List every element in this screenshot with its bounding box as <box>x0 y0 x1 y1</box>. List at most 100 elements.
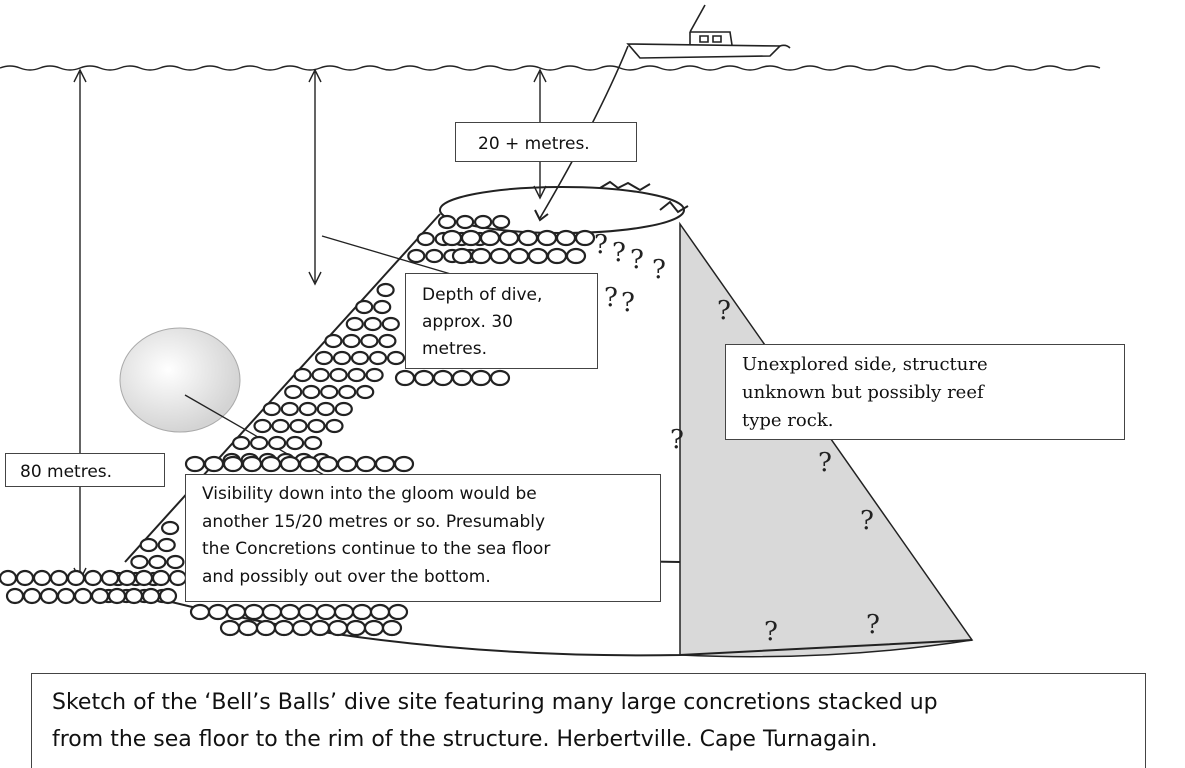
concretion <box>425 248 444 264</box>
visibility-line-1: Visibility down into the gloom would be <box>202 484 537 504</box>
concretion <box>222 455 244 473</box>
concretion <box>117 569 137 587</box>
concretion <box>416 231 435 247</box>
caption-line-1: Sketch of the ‘Bell’s Balls’ dive site f… <box>52 690 938 715</box>
concretion <box>280 401 299 417</box>
dive-depth-line-2: approx. 30 <box>422 312 513 333</box>
concretion <box>39 587 59 605</box>
concretion <box>273 619 295 637</box>
concretion <box>451 369 473 387</box>
concretion <box>166 554 185 570</box>
question-mark: ? <box>670 425 684 455</box>
question-mark: ? <box>621 288 635 318</box>
concretion <box>329 367 348 383</box>
concretion <box>360 333 379 349</box>
concretion <box>565 247 587 265</box>
concretion <box>479 229 501 247</box>
question-mark: ? <box>866 610 880 640</box>
concretion <box>350 350 370 366</box>
concretion <box>168 569 188 587</box>
concretion <box>161 520 180 536</box>
concretion <box>32 569 52 587</box>
unexplored-line-2: unknown but possibly reef <box>742 381 984 403</box>
concretion <box>332 350 352 366</box>
concretion <box>498 229 520 247</box>
concretion <box>438 214 457 230</box>
concretion <box>286 435 305 451</box>
concretion <box>363 619 385 637</box>
concretion <box>334 401 353 417</box>
caption: Sketch of the ‘Bell’s Balls’ dive site f… <box>31 673 1146 768</box>
concretion <box>253 418 272 434</box>
concretion <box>347 367 366 383</box>
concretion <box>151 569 171 587</box>
question-mark: ? <box>612 238 626 268</box>
concretion <box>261 603 283 621</box>
concretion <box>15 569 35 587</box>
concretion <box>492 214 511 230</box>
dive-depth-line-3: metres. <box>422 339 488 360</box>
concretion <box>517 229 539 247</box>
concretion <box>368 350 388 366</box>
concretion <box>307 418 326 434</box>
concretion <box>203 455 225 473</box>
concretion <box>0 569 18 587</box>
concretion <box>489 369 511 387</box>
concretion <box>381 619 403 637</box>
concretion <box>134 569 154 587</box>
concretion <box>489 247 511 265</box>
concretion <box>293 367 312 383</box>
concretion <box>315 603 337 621</box>
concretion <box>5 587 25 605</box>
concretion <box>327 619 349 637</box>
question-mark: ? <box>764 617 778 647</box>
concretion <box>345 619 367 637</box>
visibility-label: Visibility down into the gloom would be … <box>185 474 661 602</box>
concretion <box>297 603 319 621</box>
concretion <box>250 435 269 451</box>
concretion <box>355 299 374 315</box>
unexplored-line-1: Unexplored side, structure <box>742 354 988 375</box>
concretion <box>376 282 395 298</box>
boat-icon <box>626 4 791 59</box>
concretion <box>394 369 416 387</box>
concretion <box>355 455 377 473</box>
concretion <box>320 384 339 400</box>
concretion <box>83 569 103 587</box>
dive-depth-line-1: Depth of dive, <box>422 285 543 305</box>
sea-surface <box>0 65 1101 71</box>
concretion <box>393 455 415 473</box>
concretion <box>130 554 149 570</box>
concretion <box>527 247 549 265</box>
visibility-line-2: another 15/20 metres or so. Presumably <box>202 511 546 532</box>
concretion <box>158 587 178 605</box>
concretion <box>90 587 110 605</box>
question-mark: ? <box>630 245 644 275</box>
question-mark: ? <box>818 448 832 478</box>
concretion <box>386 350 406 366</box>
concretion <box>456 214 475 230</box>
concretion <box>356 384 375 400</box>
concretion <box>432 369 454 387</box>
concretion <box>304 435 323 451</box>
sphere <box>119 327 241 433</box>
concretion <box>374 455 396 473</box>
concretion <box>363 316 382 332</box>
concretion <box>407 248 426 264</box>
concretion <box>107 587 127 605</box>
concretion <box>333 603 355 621</box>
concretion <box>373 299 392 315</box>
anchor-icon <box>534 209 549 222</box>
concretions <box>0 214 596 637</box>
question-mark: ? <box>594 230 608 260</box>
concretion <box>298 401 317 417</box>
concretion <box>100 569 120 587</box>
concretion <box>225 603 247 621</box>
depth-to-top-label: 20 + metres. <box>455 122 637 162</box>
concretion <box>184 455 206 473</box>
concretion <box>268 435 287 451</box>
concretion <box>22 587 42 605</box>
unexplored-line-3: type rock. <box>742 409 834 431</box>
concretion <box>381 316 400 332</box>
concretion <box>279 455 301 473</box>
